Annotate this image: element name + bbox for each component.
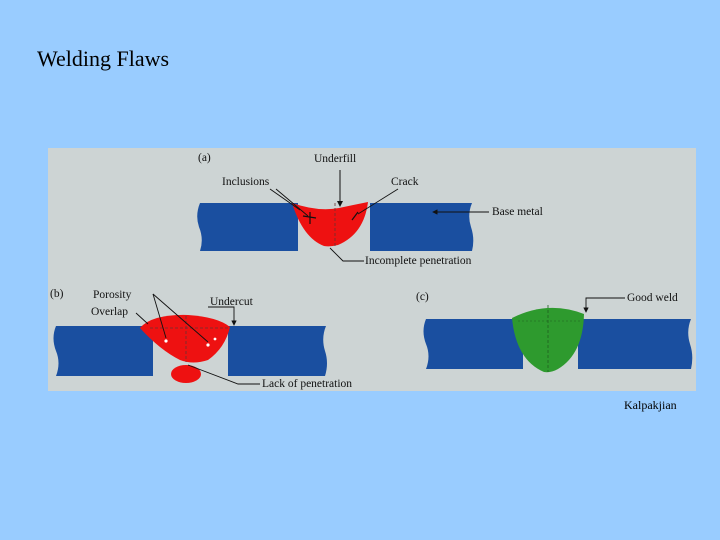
welding-flaws-figure: (a) Underfill Inclusions Crack Base meta…	[48, 148, 696, 391]
label-inclusions: Inclusions	[222, 176, 270, 188]
panel-a-base-metal-left	[197, 203, 298, 251]
label-lack-of-penetration: Lack of penetration	[262, 378, 352, 390]
label-overlap: Overlap	[91, 306, 128, 318]
image-credit: Kalpakjian	[624, 398, 677, 412]
label-base-metal: Base metal	[492, 206, 543, 218]
panel-a: (a) Underfill Inclusions Crack Base meta…	[197, 152, 543, 267]
label-good-weld: Good weld	[627, 292, 678, 304]
panel-b-tag: (b)	[50, 288, 64, 300]
panel-a-base-metal-right	[370, 203, 474, 251]
label-incomplete-penetration: Incomplete penetration	[365, 255, 472, 267]
label-porosity: Porosity	[93, 289, 132, 301]
panel-b-base-metal-left	[53, 326, 153, 376]
panel-c-base-metal-left	[423, 319, 523, 369]
panel-b-root-bead	[171, 365, 201, 383]
panel-a-flawed-weld	[292, 202, 368, 247]
label-crack: Crack	[391, 176, 419, 188]
panel-b: (b) Porosity Overlap Undercut Lack of pe…	[50, 288, 352, 390]
panel-b-base-metal-right	[228, 326, 327, 376]
panel-a-tag: (a)	[198, 152, 211, 164]
panel-c-base-metal-right	[578, 319, 693, 369]
label-undercut: Undercut	[210, 296, 254, 308]
panel-c-tag: (c)	[416, 291, 429, 303]
welding-flaws-diagram: (a) Underfill Inclusions Crack Base meta…	[50, 152, 693, 390]
panel-c: (c) Good weld	[416, 291, 693, 373]
slide-title: Welding Flaws	[37, 46, 170, 71]
label-underfill: Underfill	[314, 153, 356, 165]
